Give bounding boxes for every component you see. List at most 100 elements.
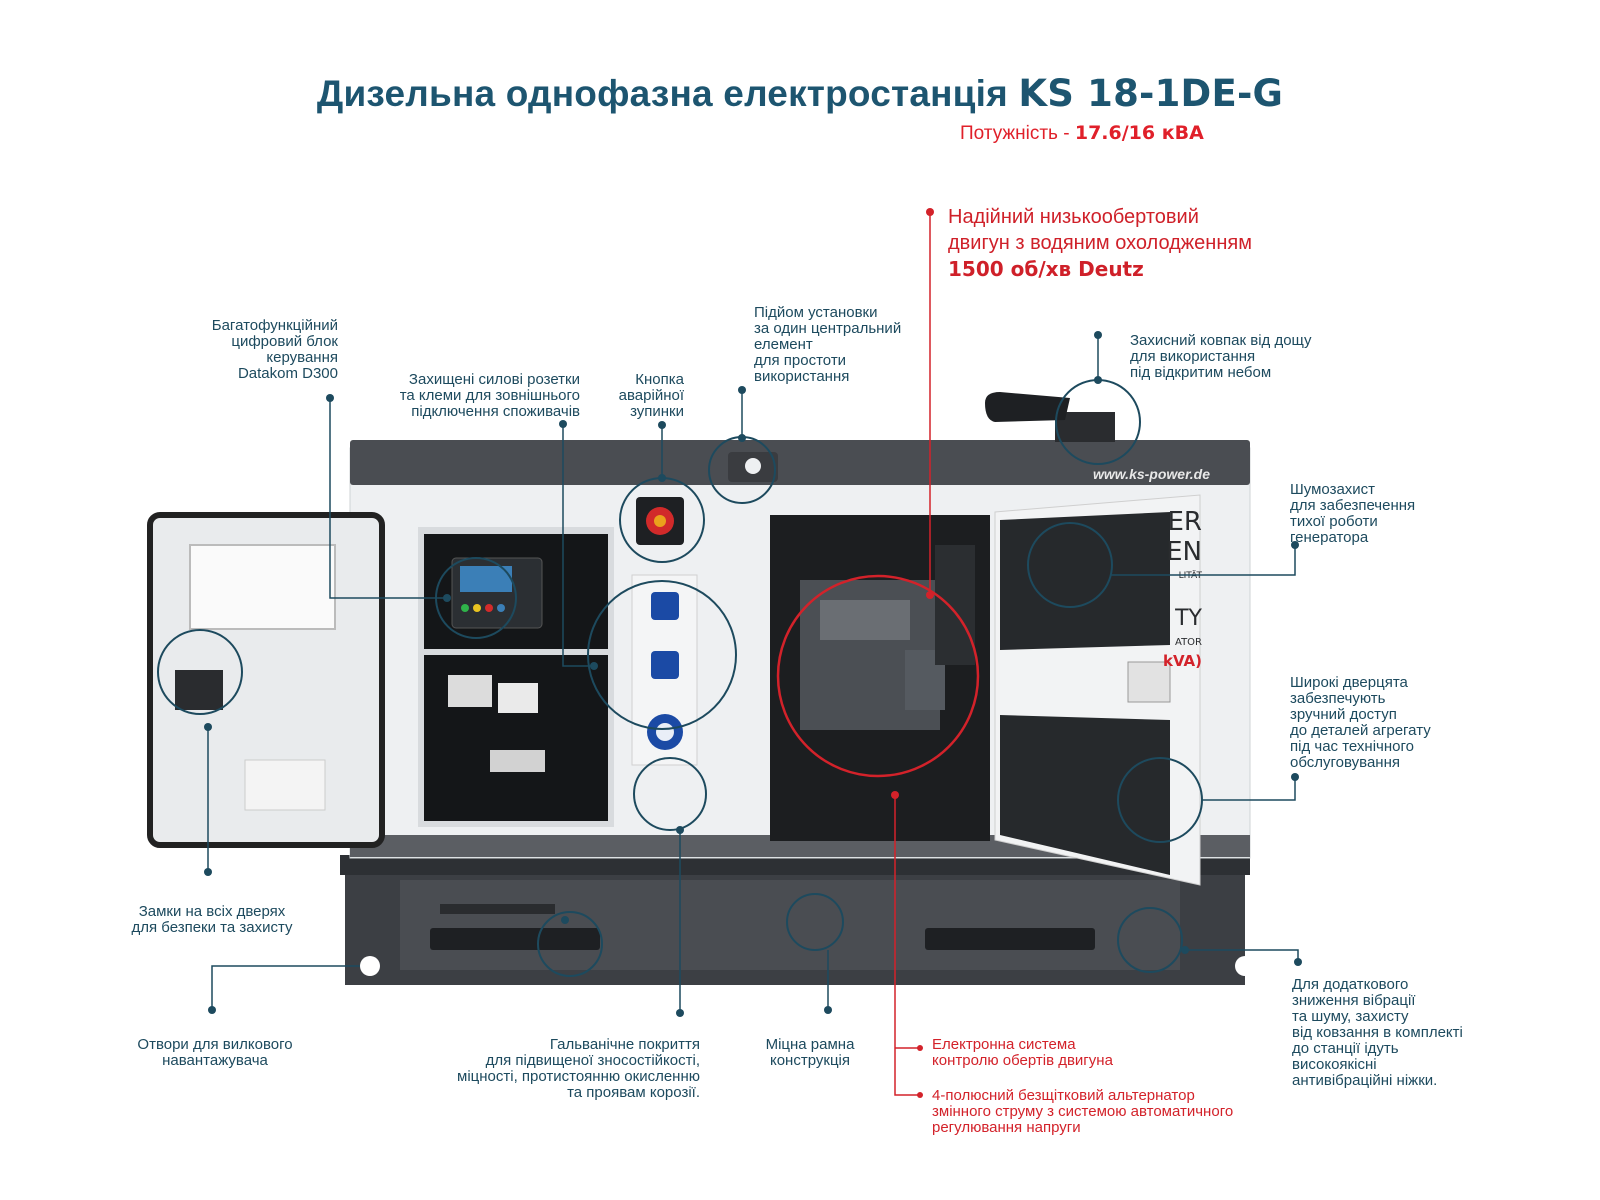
callout-line: для підвищеної зносостійкості, [485,1052,700,1069]
callout-line: Кнопка [635,371,684,388]
red-leader-dots [891,208,934,1098]
callout-line: Міцна рамна [765,1036,855,1053]
callout-line: Замки на всіх дверях [138,903,286,920]
controller-screen [460,566,512,592]
callout-line: генератора [1290,529,1369,546]
callout-line: високоякісні [1292,1056,1377,1073]
callout-line: зниження вібрації [1292,992,1416,1009]
door-text-1: ER [1168,507,1203,537]
callout-antivibration: Для додаткового зниження вібрації та шум… [1292,977,1492,1089]
callout-line: антивібраційні ніжки. [1292,1072,1438,1089]
callout-line: для простоти [754,352,847,369]
lifting-eye [728,452,778,482]
callout-line: для забезпечення [1290,497,1416,514]
door-text-2: EN [1166,537,1202,567]
door-text-4: TY [1174,606,1202,631]
callout-line: за один центральний [754,320,902,337]
callout-line: 4-полюсний безщітковий альтернатор [932,1087,1195,1104]
power-label: Потужність - [960,123,1075,144]
callout-line: зручний доступ [1290,706,1397,723]
door-lock-left [175,670,223,710]
engine-line-2: двигун з водяним охолодженням [948,232,1252,254]
callout-line: змінного струму з системою автоматичного [932,1103,1234,1120]
page-title: Дизельна однофазна електростанція KS 18-… [0,72,1600,115]
callout-line: до деталей агрегату [1290,722,1431,739]
callout-line: навантажувача [162,1052,268,1069]
callout-line: міцності, протистоянню окисленню [457,1068,700,1085]
callout-line: та шуму, захисту [1292,1008,1409,1025]
callout-line: для безпеки та захисту [131,919,293,936]
callout-line: Шумозахист [1290,481,1376,498]
emergency-button [636,497,684,545]
callout-line: та клеми для зовнішнього [399,387,580,404]
callout-alternator: 4-полюсний безщітковий альтернатор змінн… [932,1088,1262,1136]
power-value: 17.6/16 кВА [1074,122,1204,144]
callout-line: зупинки [630,403,684,420]
callout-forklift: Отвори для вилкового навантажувача [120,1037,310,1069]
frame-holes [360,956,1255,976]
callout-control-unit: Багатофункційний цифровий блок керування… [180,318,338,382]
callout-line: цифровий блок [231,333,338,350]
left-door [147,512,385,848]
engine-highlight-circle [776,574,980,778]
callout-electronic: Електронна система контролю обертів двиг… [932,1037,1192,1069]
callout-line: Захисний ковпак від дощу [1130,332,1312,349]
right-door: ER EN LITÄT TY ATOR kVA) [994,494,1203,886]
engine-line-3: 1500 об/хв Deutz [948,257,1144,281]
callout-line: використання [754,368,850,385]
power-rating: Потужність - 17.6/16 кВА [960,122,1204,145]
rain-cap [985,392,1115,442]
callout-line: Широкі дверцята [1290,674,1408,691]
callout-line: та проявам корозії. [567,1084,700,1101]
callout-sockets: Захищені силові розетки та клеми для зов… [370,372,580,420]
callout-line: для використання [1130,348,1256,365]
door-text-5: ATOR [1175,637,1202,648]
callout-line: під відкритим небом [1130,364,1272,381]
highlight-circles [157,379,1203,977]
base-frame [340,855,1250,985]
callout-line: від ковзання в комплекті [1292,1024,1463,1041]
door-text-6: kVA) [1163,652,1202,670]
callout-line: Електронна система [932,1036,1076,1053]
callout-line: аварійної [618,387,684,404]
control-panel [418,527,614,827]
callout-lifting: Підйом установки за один центральний еле… [754,305,924,385]
engine-callout: Надійний низькообертовий двигун з водяни… [948,204,1252,283]
callout-line: до станції ідуть [1292,1040,1399,1057]
callout-galvanic: Гальванічне покриття для підвищеної знос… [430,1037,700,1101]
callout-line: під час технічного [1290,738,1414,755]
forklift-slot-right [925,928,1095,950]
callout-line: контролю обертів двигуна [932,1052,1113,1069]
callout-line: забезпечують [1290,690,1386,707]
callout-wide-doors: Широкі дверцята забезпечують зручний дос… [1290,675,1470,771]
callout-line: Для додаткового [1292,976,1409,993]
callout-line: тихої роботи [1290,513,1378,530]
callout-locks: Замки на всіх дверях для безпеки та захи… [112,904,312,936]
callout-frame: Міцна рамна конструкція [740,1037,880,1069]
callout-line: керування [266,349,338,366]
forklift-slot-left [430,928,600,950]
socket-strip [631,574,698,766]
callout-rain-cap: Захисний ковпак від дощу для використанн… [1130,333,1340,381]
model-name: KS 18-1DE-G [1018,72,1284,115]
callout-line: підключення споживачів [411,403,580,420]
callout-line: Гальванічне покриття [549,1036,700,1053]
callout-line: Багатофункційний [211,317,338,334]
callout-emergency: Кнопка аварійної зупинки [600,372,684,420]
callout-soundproof: Шумозахист для забезпечення тихої роботи… [1290,482,1470,546]
callout-line: Захищені силові розетки [408,371,580,388]
frame-handle [440,904,555,914]
red-leader-lines [894,210,931,1096]
callout-line: обслуговування [1290,754,1400,771]
website-text: www.ks-power.de [1093,466,1210,482]
canopy-roof [350,440,1250,485]
callout-line: Підйом установки [754,304,878,321]
callout-line: елемент [754,336,813,353]
engine-bay [770,515,990,841]
engine-line-1: Надійний низькообертовий [948,206,1199,228]
leader-dots [204,331,1302,1017]
callout-line: конструкція [769,1052,850,1069]
title-prefix: Дизельна однофазна електростанція [316,73,1008,114]
callout-line: регулювання напруги [932,1119,1081,1136]
